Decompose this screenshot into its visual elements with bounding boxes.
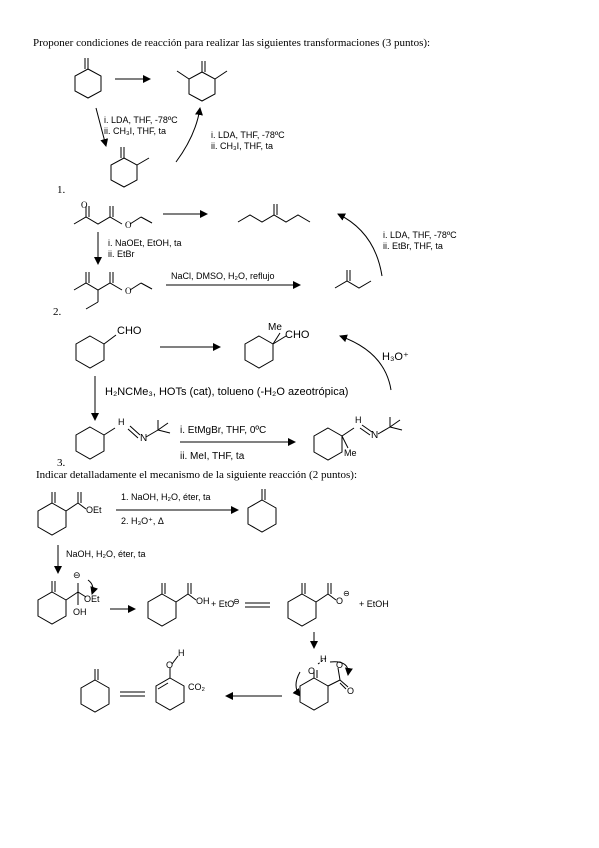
- atom-label: N: [371, 430, 378, 441]
- cyclohexanone-ring: [74, 68, 102, 99]
- atom-label: O: [336, 660, 343, 670]
- problem-number: 3.: [57, 457, 66, 469]
- byproduct-label: + EtOH: [359, 599, 389, 609]
- condition-text: 1. NaOH, H₂O, éter, ta: [121, 492, 211, 502]
- curved-arrow: [337, 213, 383, 277]
- byproduct-label: CO₂: [188, 682, 206, 692]
- cyclohexane-ring: [75, 335, 105, 369]
- problem-2: [73, 204, 383, 310]
- byproduct-label: + EtO: [211, 599, 234, 609]
- atom-label: O: [125, 220, 132, 230]
- atom-label: H: [320, 654, 327, 664]
- atom-label: OH: [73, 607, 87, 617]
- condition-text: 2. H₃O⁺, Δ: [121, 516, 164, 526]
- curved-arrow: [339, 334, 392, 391]
- atom-label: CHO: [117, 325, 142, 337]
- cyclohexanone-ring: [37, 502, 67, 536]
- cyclohexane-ring: [313, 427, 343, 461]
- atom-label: H: [355, 415, 362, 425]
- atom-label: CHO: [285, 329, 310, 341]
- condition-text: ii. CH₃I, THF, ta: [211, 141, 273, 151]
- cyclohexanone-ring: [287, 593, 317, 627]
- cyclohexane-ring: [244, 335, 274, 369]
- mechanism: [37, 489, 353, 713]
- electron-arrow: [329, 661, 353, 676]
- atom-label: H: [118, 417, 125, 427]
- condition-text: ii. EtBr: [108, 249, 135, 259]
- condition-text: H₃O⁺: [382, 351, 409, 363]
- cyclohexanone-ring: [37, 591, 67, 625]
- atom-label: O: [166, 660, 173, 670]
- atom-label: H: [178, 648, 185, 658]
- atom-label: Me: [344, 448, 357, 458]
- problem-1: [74, 58, 228, 188]
- condition-text: H₂NCMe₃, HOTs (cat), tolueno (-H₂O azeot…: [105, 386, 348, 398]
- cyclohexene-ring: [155, 677, 185, 711]
- page-title: Proponer condiciones de reacción para re…: [33, 37, 430, 49]
- cyclohexanone-ring: [147, 593, 177, 627]
- condition-text: i. EtMgBr, THF, 0ºC: [180, 425, 266, 436]
- curved-arrow: [175, 107, 203, 163]
- methylcyclohexanone-ring: [110, 157, 138, 188]
- charge-label: ⊖: [233, 597, 240, 606]
- dimethylcyclohexanone-ring: [188, 71, 216, 102]
- atom-label: OEt: [86, 505, 102, 515]
- condition-text: ii. EtBr, THF, ta: [383, 241, 443, 251]
- condition-text: ii. MeI, THF, ta: [180, 451, 245, 462]
- cyclohexane-ring: [75, 426, 105, 460]
- atom-label: O: [125, 286, 132, 296]
- electron-arrow: [292, 671, 301, 697]
- down-arrow: [95, 107, 109, 147]
- condition-text: i. LDA, THF, -78ºC: [211, 130, 285, 140]
- condition-text: i. LDA, THF, -78ºC: [383, 230, 457, 240]
- atom-label: OEt: [84, 594, 100, 604]
- condition-text: ii. CH₃I, THF, ta: [104, 126, 166, 136]
- cyclohexanone-ring: [299, 677, 329, 711]
- atom-label: OH: [196, 596, 210, 606]
- atom-label: O: [347, 686, 354, 696]
- problem-3: [75, 332, 403, 461]
- electron-arrow: [87, 579, 99, 595]
- problem-number: 1.: [57, 184, 66, 196]
- atom-label: O: [308, 666, 315, 676]
- atom-label: O: [336, 596, 343, 606]
- cyclohexanone-ring: [80, 679, 110, 713]
- atom-label: Me: [268, 322, 282, 333]
- problem-number: 2.: [53, 306, 62, 318]
- cyclohexanone-ring: [247, 499, 277, 533]
- section-title: Indicar detalladamente el mecanismo de l…: [36, 469, 357, 481]
- condition-text: NaCl, DMSO, H₂O, reflujo: [171, 271, 275, 281]
- condition-text: NaOH, H₂O, éter, ta: [66, 549, 146, 559]
- condition-text: i. LDA, THF, -78ºC: [104, 115, 178, 125]
- atom-label: N: [140, 433, 147, 444]
- condition-text: i. NaOEt, EtOH, ta: [108, 238, 182, 248]
- atom-label: O: [81, 200, 88, 210]
- charge-label: ⊖: [73, 570, 81, 580]
- charge-label: ⊖: [343, 589, 350, 598]
